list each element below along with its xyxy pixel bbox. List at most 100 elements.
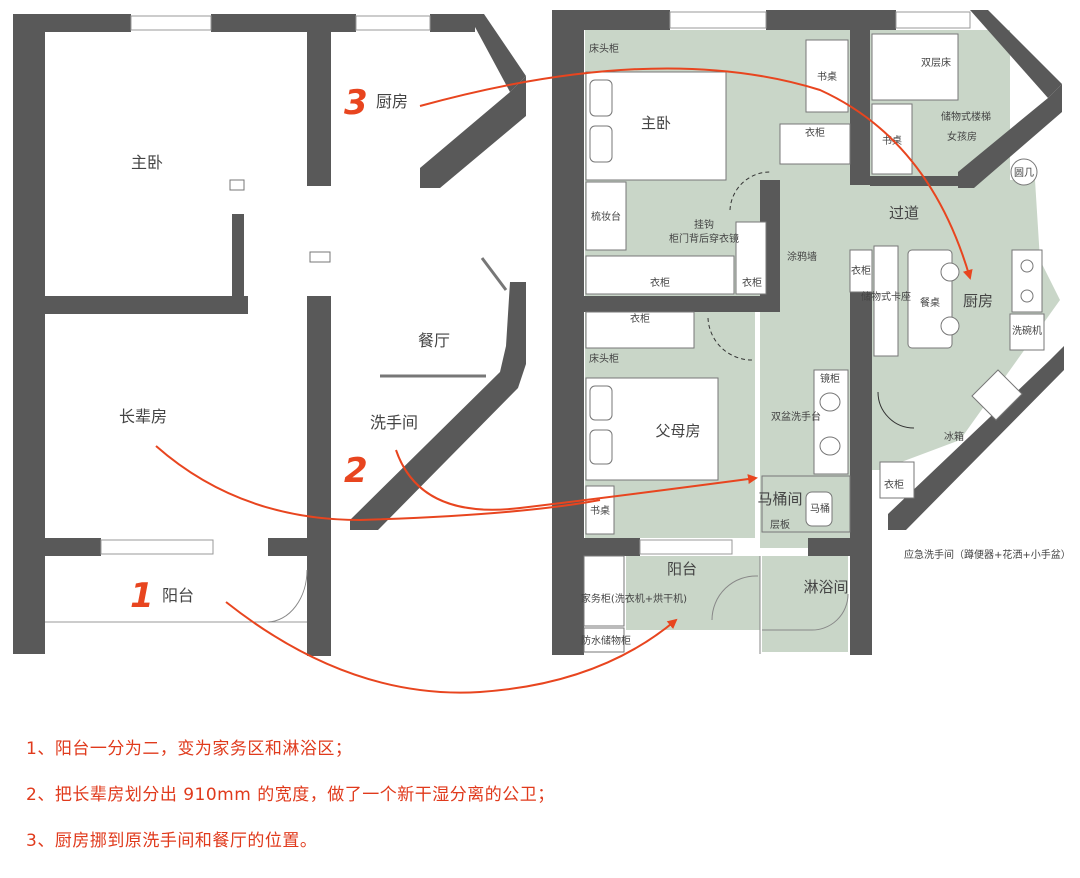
master-door-arc <box>729 171 771 211</box>
floor-shower <box>762 556 848 652</box>
label-before-kitchen: 厨房 <box>376 92 408 111</box>
door-frame-1 <box>309 251 331 263</box>
marker-1: 1 <box>130 576 154 616</box>
burner-2 <box>1020 289 1034 303</box>
caption-2: 2、把长辈房划分出 910mm 的宽度，做了一个新干湿分离的公卫； <box>26 785 555 805</box>
sink-kitchen <box>971 369 1023 421</box>
burner-1 <box>1020 259 1034 273</box>
floor-balcony <box>626 556 760 630</box>
window-a-bottom <box>639 539 733 555</box>
label-before-balcony: 阳台 <box>162 586 194 605</box>
label-door-back: 柜门背后穿衣镜 <box>669 232 739 245</box>
label-wardrobe-6: 衣柜 <box>884 478 904 491</box>
wall-a-bath-right <box>850 290 872 655</box>
housework-cabinet <box>583 555 625 627</box>
bath-door-arc <box>877 391 915 429</box>
dining-door <box>480 257 508 291</box>
round-table <box>1010 158 1038 186</box>
wall-top-right <box>430 14 475 32</box>
wardrobe-master-3 <box>779 123 851 165</box>
wall-kitchen-diagonal <box>468 14 526 92</box>
arrow-washroom-split <box>395 449 758 511</box>
pillow-1 <box>589 79 613 117</box>
pillow-3 <box>589 385 613 421</box>
wardrobe-master <box>585 255 735 295</box>
label-corridor: 过道 <box>889 204 919 222</box>
arrows <box>155 67 973 694</box>
emergency-washroom-box <box>879 461 915 499</box>
wall-top-mid <box>211 14 356 32</box>
label-wardrobe-4: 衣柜 <box>630 312 650 325</box>
window-elder <box>100 539 214 555</box>
window-top-1 <box>130 15 212 31</box>
wall-elder-bottom-2 <box>268 538 307 556</box>
label-bunk-bed: 双层床 <box>921 56 951 69</box>
wall-dining-right <box>350 282 526 530</box>
label-hook: 挂钩 <box>694 218 714 231</box>
waterproof-cabinet <box>583 627 625 653</box>
wall-elder-bottom-1 <box>13 538 101 556</box>
label-storage-seat: 储物式卡座 <box>861 290 911 303</box>
bunk-bed <box>871 33 959 101</box>
label-toilet: 马桶 <box>810 502 830 515</box>
after-plan: 主卧 双层床 储物式楼梯 女孩房 圆几 过道 厨房 餐桌 储物式卡座 洗碗机 冰… <box>552 10 1071 655</box>
label-before-master: 主卧 <box>131 153 163 172</box>
label-paint-wall: 涂鸦墙 <box>787 250 817 263</box>
label-girl-room: 女孩房 <box>947 130 977 143</box>
label-emergency: 应急洗手间（蹲便器+花洒+小手盆） <box>904 548 1071 561</box>
label-storage-stair: 储物式楼梯 <box>941 110 991 123</box>
toilet-room-box <box>761 475 851 533</box>
label-after-master: 主卧 <box>641 114 671 132</box>
label-double-basin: 双盆洗手台 <box>771 410 821 423</box>
label-bedside-1: 床头柜 <box>589 42 619 55</box>
wardrobe-corridor <box>849 249 873 293</box>
wall-a-diagonal-mid <box>958 84 1062 188</box>
label-dining-table: 餐桌 <box>920 296 940 309</box>
wall-a-left <box>552 10 584 655</box>
wall-master-right <box>307 14 331 186</box>
caption-1: 1、阳台一分为二，变为家务区和淋浴区； <box>26 739 353 759</box>
wall-left <box>13 14 45 654</box>
balcony-door-arc <box>267 569 308 623</box>
label-after-kitchen: 厨房 <box>963 292 993 310</box>
label-desk-3: 书桌 <box>590 504 610 517</box>
wardrobe-parents <box>585 311 695 349</box>
label-fridge: 冰箱 <box>944 430 964 443</box>
pillow-2 <box>589 125 613 163</box>
wall-a-bottom-2 <box>808 538 850 556</box>
basin-1 <box>819 392 841 412</box>
stove <box>1011 249 1043 313</box>
label-wardrobe-1: 衣柜 <box>650 276 670 289</box>
wall-a-top-2 <box>766 10 896 30</box>
label-wardrobe-2: 衣柜 <box>742 276 762 289</box>
window-top-2 <box>355 15 431 31</box>
label-toilet-room: 马桶间 <box>757 490 802 508</box>
balcony-door-arc-a <box>711 575 759 621</box>
wall-a-master-bottom <box>584 296 760 312</box>
storage-seat <box>873 245 899 357</box>
pillow-4 <box>589 429 613 465</box>
parents-door-arc <box>707 317 753 361</box>
wall-a-bottom-1 <box>584 538 640 556</box>
window-a-2 <box>895 11 971 29</box>
arrow-kitchen-move <box>419 67 973 280</box>
label-wardrobe-5: 衣柜 <box>851 264 871 277</box>
desk-parents <box>585 485 615 535</box>
label-before-washroom: 洗手间 <box>370 413 418 432</box>
marker-3: 3 <box>344 83 368 123</box>
wardrobe-master-2 <box>735 221 767 295</box>
dishwasher <box>1009 313 1045 351</box>
before-plan: 主卧 厨房 餐厅 长辈房 洗手间 阳台 3 2 1 <box>13 14 526 656</box>
label-shelf: 层板 <box>770 518 790 531</box>
arrow-elder-split <box>155 445 601 522</box>
marker-2: 2 <box>344 451 368 491</box>
label-after-balcony: 阳台 <box>667 560 697 578</box>
label-desk-1: 书桌 <box>817 70 837 83</box>
label-before-dining: 餐厅 <box>418 331 450 350</box>
caption-3: 3、厨房挪到原洗手间和餐厅的位置。 <box>26 831 318 851</box>
label-parents-room: 父母房 <box>655 422 700 440</box>
wall-mid-right <box>307 296 331 656</box>
arrow-balcony-split <box>225 601 678 694</box>
label-before-elder: 长辈房 <box>119 407 167 426</box>
